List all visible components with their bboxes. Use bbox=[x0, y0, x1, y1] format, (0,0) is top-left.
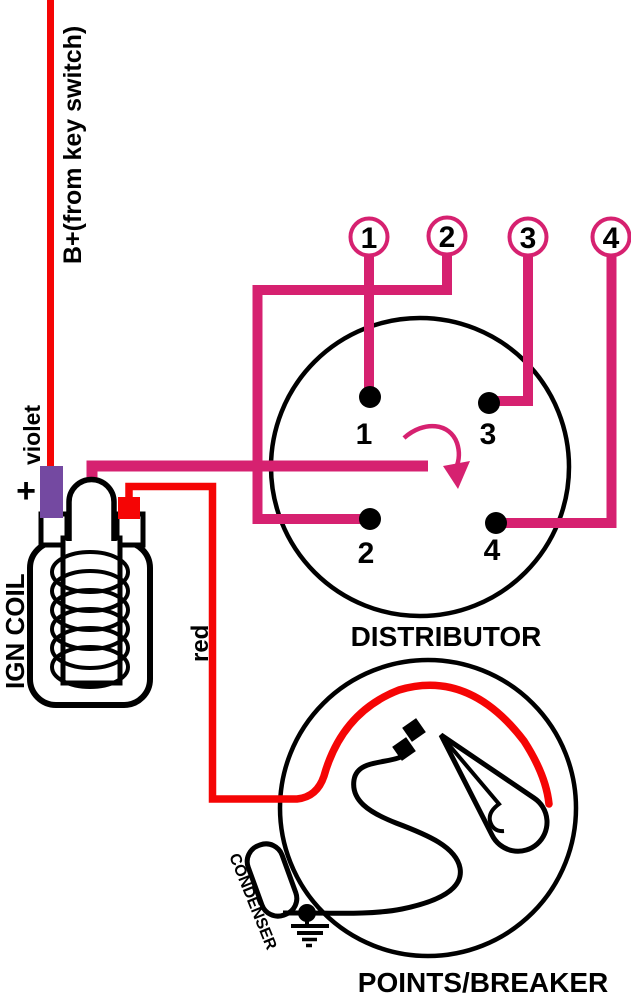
lever-spring-curl bbox=[442, 737, 505, 834]
distributor-title: DISTRIBUTOR bbox=[351, 621, 542, 652]
ignition-coil bbox=[27, 466, 153, 708]
violet-wire-label: violet bbox=[19, 405, 45, 465]
plug4-wire bbox=[499, 253, 617, 528]
plug3-wire bbox=[492, 253, 533, 406]
ground-junction-dot bbox=[298, 904, 316, 922]
plug-terminal-3-label: 3 bbox=[520, 222, 537, 255]
plug-terminal-4-ring bbox=[590, 216, 631, 258]
distributor-post-3-dot bbox=[478, 392, 500, 414]
distributor-post-1-label: 1 bbox=[356, 418, 373, 451]
rotation-arrow bbox=[402, 423, 462, 469]
battery-supply-label: B+(from key switch) bbox=[59, 26, 87, 264]
rotation-arrow-head bbox=[443, 461, 470, 489]
coil-to-points-wire bbox=[125, 482, 553, 808]
plug-terminal-2: 2 bbox=[426, 215, 468, 257]
coil-windings bbox=[50, 550, 130, 689]
coil-violet-terminal bbox=[40, 466, 63, 518]
coil-positive-label: + bbox=[16, 472, 36, 510]
points-housing bbox=[277, 657, 579, 959]
coil-red-terminal bbox=[118, 497, 140, 519]
breaker-wire bbox=[310, 754, 463, 916]
plug-terminal-1-ring bbox=[348, 216, 390, 258]
plug-terminal-3-ring bbox=[507, 216, 549, 258]
distributor-post-4-label: 4 bbox=[484, 534, 501, 567]
plug-terminal-4-label: 4 bbox=[603, 222, 620, 255]
coil-ht-wire bbox=[86, 460, 428, 481]
ground-symbol bbox=[291, 920, 329, 948]
distributor-post-1-dot bbox=[359, 386, 381, 408]
distributor-post-2-label: 2 bbox=[358, 537, 375, 570]
plug-terminal-2-ring bbox=[426, 215, 468, 257]
coil-ht-tower bbox=[66, 476, 117, 541]
plug2-wire bbox=[252, 253, 452, 524]
plug-terminal-3: 3 bbox=[507, 216, 549, 258]
distributor-post-2-dot bbox=[359, 508, 381, 530]
contact-point-lower bbox=[392, 737, 416, 761]
distributor-post-4-dot bbox=[485, 512, 507, 534]
points-breaker bbox=[244, 718, 550, 948]
points-breaker-title: POINTS/BREAKER bbox=[358, 967, 608, 998]
plug-terminal-2-label: 2 bbox=[439, 221, 456, 254]
contact-point-upper bbox=[402, 718, 426, 742]
ign-coil-label: IGN COIL bbox=[0, 573, 30, 689]
plug-terminal-1: 1 bbox=[348, 216, 390, 258]
red-wire-label: red bbox=[187, 625, 214, 662]
plug-terminal-4: 4 bbox=[590, 216, 631, 258]
distributor-post-3-label: 3 bbox=[480, 418, 497, 451]
plug-terminal-1-label: 1 bbox=[361, 222, 378, 255]
